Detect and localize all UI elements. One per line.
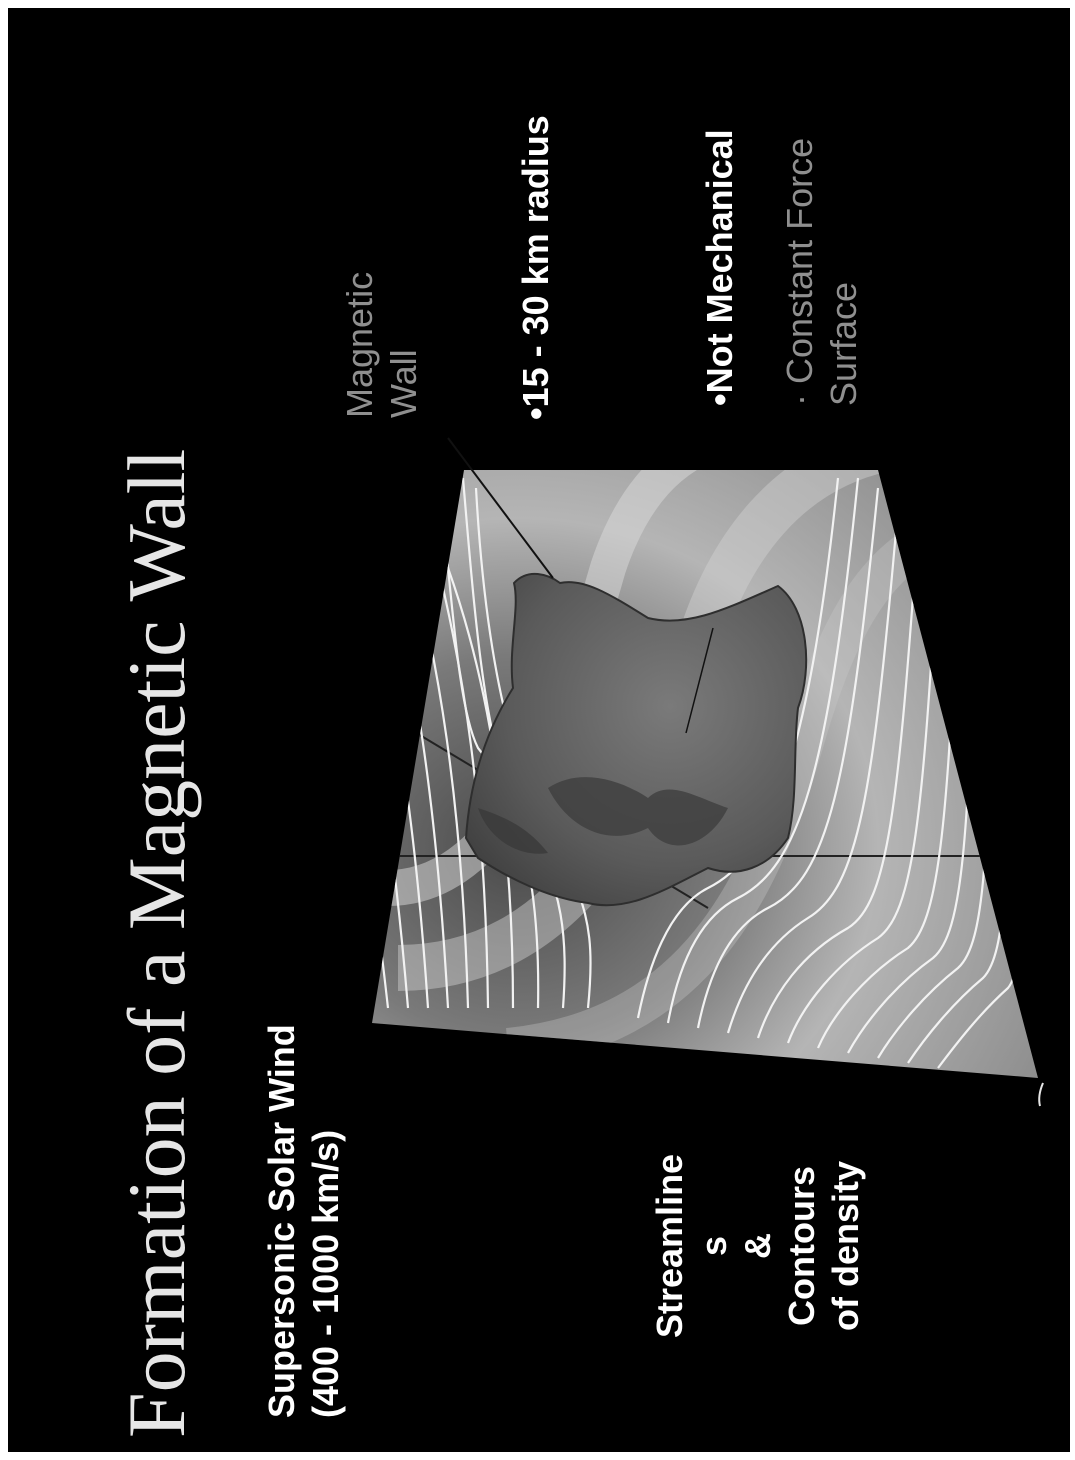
bullet-constant-force-line1: · Constant Force — [778, 138, 822, 406]
slide: Formation of a Magnetic Wall Supersonic … — [8, 8, 1070, 1452]
magnetic-wall-line2: Wall — [382, 272, 426, 418]
streamline — [223, 438, 388, 1008]
streamlines-label: Streamline s & Contours of density — [648, 1154, 868, 1338]
solar-wind-line1: Supersonic Solar Wind — [260, 1024, 304, 1418]
streamlines-line2: s — [692, 1154, 736, 1338]
magnetic-wall-shape — [466, 574, 806, 905]
bullet-radius: •15 - 30 km radius — [514, 115, 558, 420]
streamline — [243, 438, 408, 1008]
bullet-constant-force-line2: Surface — [822, 138, 866, 406]
bullet-not-mechanical: •Not Mechanical — [698, 129, 742, 406]
solar-wind-label: Supersonic Solar Wind (400 - 1000 km/s) — [260, 1024, 348, 1418]
solar-wind-line2: (400 - 1000 km/s) — [304, 1024, 348, 1418]
slide-title: Formation of a Magnetic Wall — [110, 449, 204, 1438]
streamlines-line3: & — [736, 1154, 780, 1338]
streamlines-line4: Contours — [780, 1154, 824, 1338]
magnetic-wall-label: Magnetic Wall — [338, 272, 426, 418]
magnetic-wall-line1: Magnetic — [338, 272, 382, 418]
bullet-constant-force: · Constant Force Surface — [778, 138, 866, 406]
streamlines-line1: Streamline — [648, 1154, 692, 1338]
plane-corner-mark — [1039, 1083, 1043, 1106]
streamlines-line5: of density — [824, 1154, 868, 1338]
